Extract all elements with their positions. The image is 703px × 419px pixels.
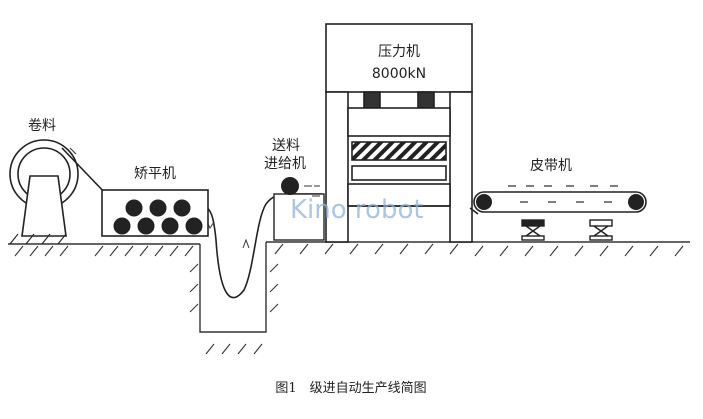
svg-text:★: ★ (632, 198, 640, 208)
label-feeder-line2: 进给机 (264, 156, 306, 172)
loop-pit (189, 242, 279, 355)
label-press-name: 压力机 (378, 44, 420, 60)
leveler-roll (113, 217, 131, 235)
conveyor-supports (521, 219, 613, 241)
leveler-roll (161, 217, 179, 235)
svg-text:★: ★ (118, 222, 126, 232)
label-press-force: 8000kN (372, 66, 426, 82)
svg-text:★: ★ (480, 198, 488, 208)
upper-die (351, 141, 447, 161)
leveler-roll (149, 199, 167, 217)
svg-text:★: ★ (130, 204, 138, 214)
svg-text:★: ★ (154, 204, 162, 214)
ground (8, 241, 690, 257)
leveler-roll (173, 199, 191, 217)
svg-text:★: ★ (142, 222, 150, 232)
label-feeder-line1: 送料 (272, 138, 300, 154)
feeder-roll (281, 177, 299, 195)
press-slide (347, 107, 451, 137)
conveyor-roller-left (476, 194, 492, 210)
leveler-rolls (113, 199, 203, 235)
leveler: ★ ★ ★ ★ ★ ★ ★ (101, 189, 209, 237)
press-left-column (325, 91, 349, 243)
press-cylinder-right (417, 91, 435, 109)
label-uncoiler: 卷料 (28, 118, 56, 134)
label-conveyor: 皮带机 (530, 158, 572, 174)
coil-direction-mark (69, 147, 77, 155)
press-right-column (449, 91, 473, 243)
conveyor-belt (473, 191, 647, 213)
svg-text:★: ★ (178, 204, 186, 214)
svg-text:★: ★ (190, 222, 198, 232)
feeder: ★ (273, 177, 325, 241)
svg-text:★: ★ (166, 222, 174, 232)
watermark-text: Kino robot (290, 195, 424, 225)
leveler-roll (125, 199, 143, 217)
press-cylinder-left (363, 91, 381, 109)
press (325, 23, 479, 243)
leveler-roll (137, 217, 155, 235)
svg-text:★: ★ (286, 181, 295, 192)
label-leveler: 矫平机 (134, 166, 176, 182)
strip-path (61, 147, 322, 299)
strip-direction-marks (205, 219, 250, 249)
conveyor-roller-right (628, 194, 644, 210)
conveyor: ★ ★ (473, 185, 647, 241)
uncoiler (9, 139, 79, 245)
feeder-base (273, 193, 325, 241)
press-crown (325, 23, 473, 93)
feed-direction-marks (304, 185, 320, 197)
lower-die-top (351, 165, 447, 181)
uncoiler-stand (21, 175, 67, 237)
leveler-roll (185, 217, 203, 235)
figure-caption: 图1 级进自动生产线简图 (275, 380, 426, 396)
